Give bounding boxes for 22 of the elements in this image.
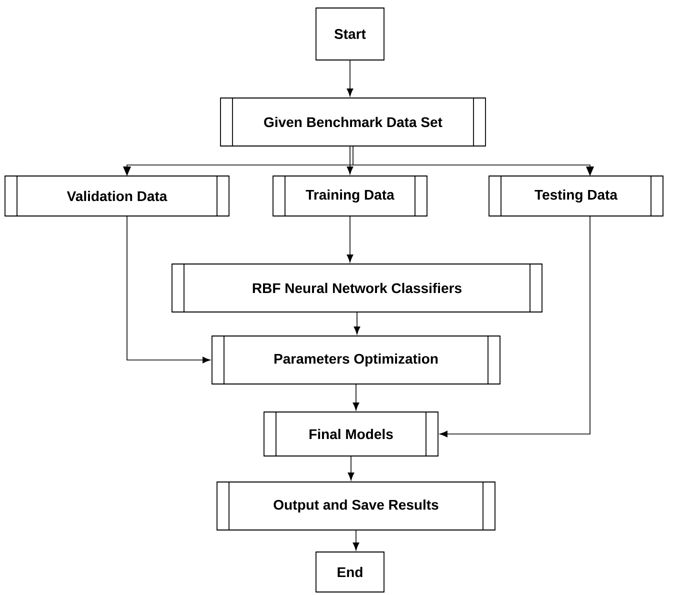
line xyxy=(352,146,354,166)
arrow xyxy=(352,530,360,550)
predefined-process-box: Parameters Optimization xyxy=(212,336,500,384)
predefined-process-box: Training Data xyxy=(272,176,428,216)
arrow xyxy=(352,164,594,176)
predefined-process-box: Testing Data xyxy=(488,176,664,216)
arrow xyxy=(126,216,210,364)
arrow xyxy=(440,216,590,438)
end-box: End xyxy=(316,552,384,592)
predefined-process-box: RBF Neural Network Classifiers xyxy=(172,264,542,312)
arrow xyxy=(354,312,360,334)
arrow xyxy=(346,216,354,262)
arrow xyxy=(352,384,360,410)
arrow xyxy=(123,164,354,176)
arrow xyxy=(346,60,354,96)
start-box: Start xyxy=(316,8,384,60)
predefined-process-box: Given Benchmark Data Set xyxy=(220,98,486,146)
predefined-process-box: Output and Save Results xyxy=(216,482,496,530)
arrow xyxy=(346,146,354,174)
predefined-process-box: Final Models xyxy=(264,412,438,456)
predefined-process-box: Validation Data xyxy=(4,176,230,216)
arrow xyxy=(348,456,354,480)
